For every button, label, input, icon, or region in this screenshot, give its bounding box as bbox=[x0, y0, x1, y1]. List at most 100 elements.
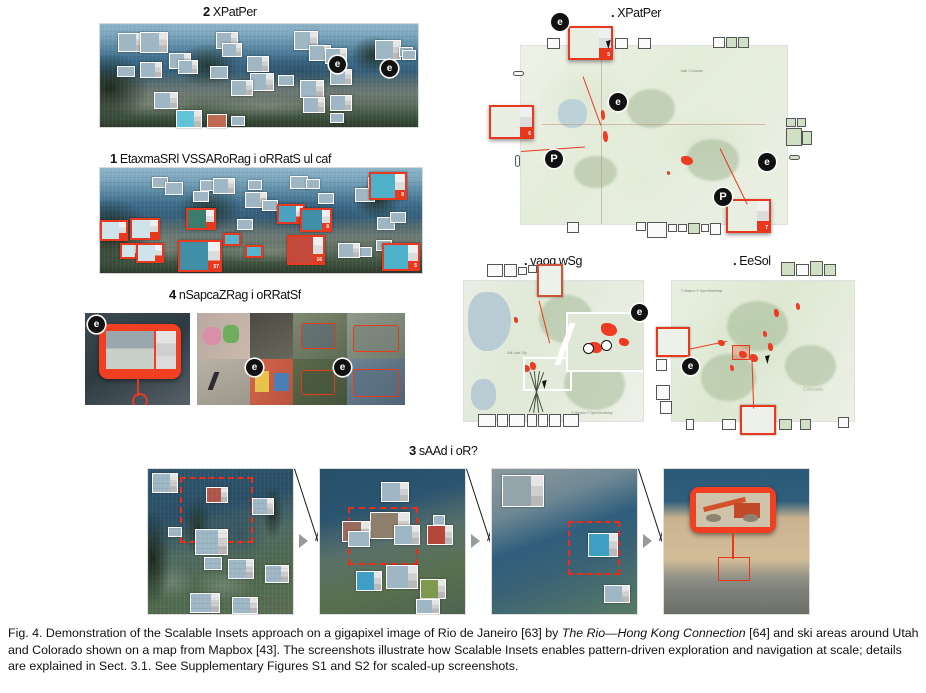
offscreen-indicator[interactable] bbox=[810, 261, 823, 276]
map-inset-highlight[interactable] bbox=[656, 327, 690, 357]
offscreen-indicator[interactable] bbox=[528, 265, 537, 273]
utah-colorado-map[interactable]: Utah / Colorado bbox=[521, 46, 787, 224]
inset-thumb[interactable] bbox=[152, 473, 178, 493]
offscreen-indicator[interactable] bbox=[656, 385, 670, 400]
map-inset-highlight[interactable]: 6 bbox=[489, 105, 534, 139]
viewport-rect[interactable] bbox=[568, 521, 620, 575]
offscreen-indicator[interactable] bbox=[636, 222, 646, 231]
viewport-rect[interactable] bbox=[180, 477, 253, 543]
offscreen-indicator[interactable] bbox=[797, 118, 806, 127]
offscreen-indicator[interactable] bbox=[515, 155, 520, 167]
inset-thumb[interactable] bbox=[330, 113, 344, 123]
inset-thumb[interactable] bbox=[402, 50, 416, 60]
zoom-frame-1[interactable] bbox=[148, 469, 293, 614]
inset-thumb[interactable] bbox=[165, 182, 183, 195]
marker-e[interactable]: e bbox=[246, 359, 263, 376]
map-inset-highlight[interactable] bbox=[537, 264, 563, 297]
inset-thumb[interactable] bbox=[588, 533, 618, 557]
inset-thumb[interactable] bbox=[140, 62, 162, 78]
zoom-frame-2[interactable] bbox=[320, 469, 465, 614]
inset-thumb-highlight[interactable] bbox=[223, 233, 241, 246]
magnifier-source-rect[interactable] bbox=[523, 356, 572, 392]
offscreen-indicator[interactable] bbox=[738, 37, 749, 48]
colorado-map[interactable]: © Mapbox © OpenStreetMap Colorado bbox=[672, 281, 854, 421]
inset-thumb[interactable] bbox=[204, 557, 222, 570]
offscreen-indicator[interactable] bbox=[726, 37, 737, 48]
inset-thumb[interactable] bbox=[338, 243, 360, 258]
salt-lake-city-map[interactable]: Salt Lake City © Mapbox © OpenStreetMap bbox=[464, 281, 643, 421]
marker-e[interactable]: e bbox=[329, 56, 346, 73]
marker-e[interactable]: e bbox=[682, 358, 699, 375]
offscreen-indicator[interactable] bbox=[647, 222, 667, 238]
inset-thumb[interactable] bbox=[390, 212, 406, 223]
inset-thumb[interactable] bbox=[306, 179, 320, 189]
offscreen-indicator[interactable] bbox=[779, 419, 792, 430]
offscreen-indicator[interactable] bbox=[800, 419, 811, 430]
offscreen-indicator[interactable] bbox=[513, 71, 524, 76]
inset-thumb[interactable] bbox=[237, 219, 253, 230]
offscreen-indicator[interactable] bbox=[497, 414, 508, 427]
inset-thumb[interactable] bbox=[206, 487, 228, 503]
inset-thumb[interactable] bbox=[348, 531, 370, 547]
inset-thumb[interactable] bbox=[140, 32, 168, 53]
inset-thumb[interactable] bbox=[231, 116, 245, 126]
inset-thumb[interactable] bbox=[250, 73, 274, 91]
marker-p[interactable]: P bbox=[545, 150, 563, 168]
inset-thumb[interactable] bbox=[247, 56, 269, 72]
inset-thumb[interactable] bbox=[381, 482, 409, 502]
marker-e[interactable]: e bbox=[758, 153, 776, 171]
offscreen-indicator[interactable] bbox=[786, 118, 796, 127]
inset-thumb[interactable] bbox=[375, 40, 401, 60]
marker-e[interactable]: e bbox=[631, 304, 648, 321]
offscreen-indicator[interactable] bbox=[789, 155, 800, 160]
offscreen-indicator[interactable] bbox=[722, 419, 736, 430]
inset-thumb[interactable] bbox=[394, 525, 420, 545]
zoom-frame-3[interactable] bbox=[492, 469, 637, 614]
offscreen-indicator[interactable] bbox=[527, 414, 537, 427]
map-inset-highlight[interactable]: 5 bbox=[568, 26, 613, 60]
offscreen-indicator[interactable] bbox=[567, 222, 579, 233]
offscreen-indicator[interactable] bbox=[487, 264, 503, 277]
offscreen-indicator[interactable] bbox=[504, 264, 517, 277]
offscreen-indicator[interactable] bbox=[678, 224, 687, 232]
offscreen-indicator[interactable] bbox=[686, 419, 694, 430]
inset-thumb[interactable] bbox=[190, 593, 220, 613]
inset-thumb[interactable] bbox=[228, 559, 254, 579]
marker-e[interactable]: e bbox=[88, 316, 105, 333]
marker-e[interactable]: e bbox=[381, 60, 398, 77]
inset-thumb-highlight[interactable]: 16 bbox=[287, 235, 325, 265]
inset-thumb[interactable] bbox=[176, 110, 202, 128]
offscreen-indicator[interactable] bbox=[563, 414, 579, 427]
inset-thumb-highlight[interactable] bbox=[130, 218, 160, 240]
offscreen-indicator[interactable] bbox=[824, 264, 836, 276]
offscreen-indicator[interactable] bbox=[549, 414, 561, 427]
inset-thumb[interactable] bbox=[222, 43, 242, 57]
inset-thumb[interactable] bbox=[210, 66, 228, 79]
detail-cell-3[interactable] bbox=[293, 313, 405, 405]
inset-thumb-highlight[interactable]: 5 bbox=[382, 243, 420, 271]
offscreen-indicator[interactable] bbox=[615, 38, 628, 49]
inset-thumb[interactable] bbox=[178, 60, 198, 74]
inset-thumb[interactable] bbox=[265, 565, 289, 583]
map-inset-highlight[interactable]: 7 bbox=[726, 199, 771, 233]
inset-thumb-highlight[interactable]: 57 bbox=[178, 240, 222, 272]
offscreen-indicator[interactable] bbox=[838, 417, 849, 428]
offscreen-indicator[interactable] bbox=[802, 131, 812, 145]
detail-inset-rounded[interactable] bbox=[690, 487, 776, 533]
inset-thumb[interactable] bbox=[195, 529, 228, 555]
inset-thumb[interactable] bbox=[248, 180, 262, 190]
offscreen-indicator[interactable] bbox=[710, 223, 721, 235]
offscreen-indicator[interactable] bbox=[786, 128, 802, 146]
inset-source-rect[interactable] bbox=[732, 345, 751, 360]
inset-thumb[interactable] bbox=[193, 191, 209, 202]
inset-thumb[interactable] bbox=[420, 579, 446, 599]
inset-thumb[interactable] bbox=[300, 80, 324, 98]
offscreen-indicator[interactable] bbox=[688, 223, 700, 234]
inset-thumb[interactable] bbox=[154, 92, 178, 109]
inset-thumb[interactable] bbox=[168, 527, 182, 537]
offscreen-indicator[interactable] bbox=[796, 264, 809, 276]
inset-thumb[interactable] bbox=[252, 498, 274, 515]
marker-e[interactable]: e bbox=[609, 93, 627, 111]
offscreen-indicator[interactable] bbox=[638, 38, 651, 49]
inset-thumb[interactable] bbox=[117, 66, 135, 77]
